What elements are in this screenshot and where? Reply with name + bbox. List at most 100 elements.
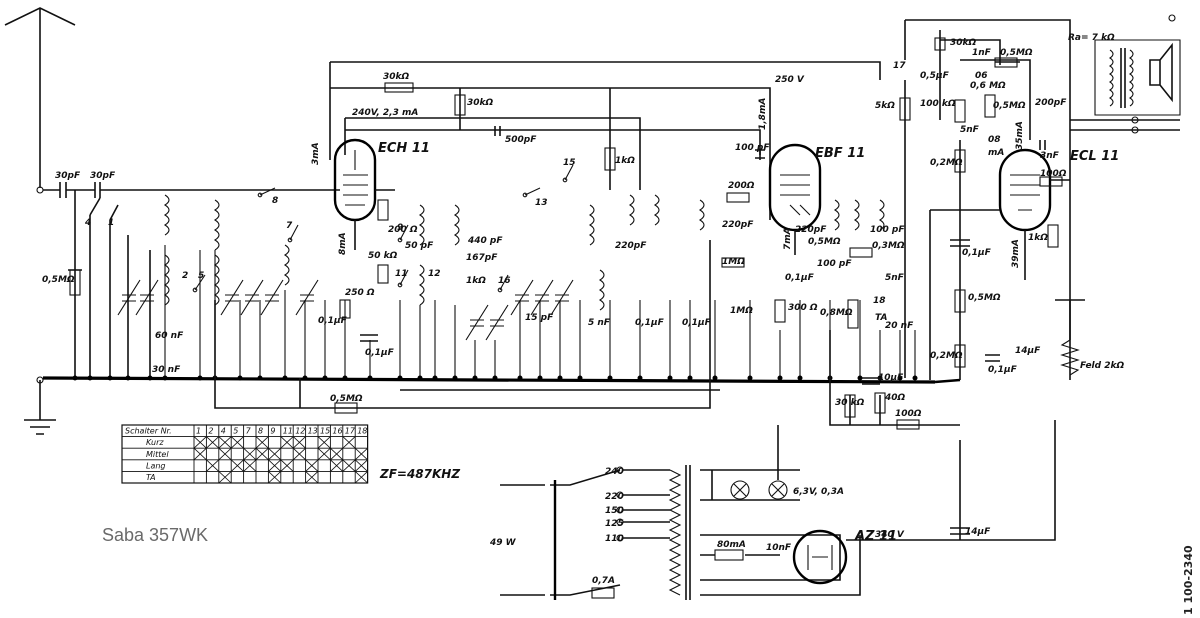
zf-label: ZF=487KHZ	[379, 467, 460, 481]
c60n-label: 60 nF	[155, 331, 184, 341]
r1k-ecl-label: 1kΩ	[1028, 233, 1048, 243]
table-switch-number: 15	[320, 427, 330, 436]
c100p-a-label: 100 pF	[735, 143, 770, 153]
lamp-label: 6,3V, 0,3A	[793, 487, 844, 497]
table-header-label: Schalter Nr.	[125, 427, 172, 436]
pilot-lamps	[730, 480, 788, 500]
mains-240: 240	[605, 467, 624, 477]
c01u-f-label: 0,1µF	[962, 248, 992, 258]
sw-18-label: 18	[873, 296, 886, 306]
table-row-label: Lang	[146, 461, 166, 470]
r100-bias-label: 100Ω	[895, 409, 922, 419]
r100k-label: 100 kΩ	[920, 99, 956, 109]
r05m-ant-label: 0,5MΩ	[42, 275, 75, 285]
r1k-osc-label: 1kΩ	[466, 276, 486, 286]
v340-label: 340 V	[875, 530, 905, 540]
c167p-label: 167pF	[466, 253, 498, 263]
ebf11-current-label: 1,8mA	[758, 98, 768, 130]
table-switch-number: 9	[270, 427, 275, 436]
tube-ech11	[333, 138, 395, 250]
c10n-label: 10nF	[766, 543, 792, 553]
ech11-label: ECH 11	[378, 141, 430, 156]
ech11-supply-label: 240V, 2,3 mA	[352, 108, 418, 118]
c05u-label: 0,5µF	[920, 71, 950, 81]
c200p-label: 200pF	[1035, 98, 1067, 108]
r30k-ecl-label: 30kΩ	[950, 38, 977, 48]
c100p-c-label: 100 pF	[817, 259, 852, 269]
r05m-tone-label: 0,5MΩ	[1000, 48, 1033, 58]
r1m-b-label: 1MΩ	[730, 306, 753, 316]
c3n-label: 3nF	[1040, 151, 1060, 161]
c500p-label: 500pF	[505, 135, 537, 145]
c14u-b-label: 14µF	[965, 527, 991, 537]
rf-coils	[163, 194, 885, 311]
sw-1-label: 1	[108, 218, 114, 228]
r1m-a-label: 1MΩ	[722, 257, 745, 267]
ta-label: TA	[875, 313, 887, 323]
r200-osc-label: 200 Ω	[388, 225, 418, 235]
c5n-b-label: 5nF	[885, 273, 905, 283]
ech11-cathode-label: 8mA	[338, 232, 348, 255]
c220p-b-label: 220pF	[722, 220, 754, 230]
sw-2-label: 2	[182, 271, 188, 281]
ecl11-cathode-label: 39mA	[1011, 239, 1021, 268]
sw-8-label: 8	[272, 196, 278, 206]
az11-label: AZ 11	[854, 529, 897, 544]
c440p-label: 440 pF	[467, 236, 503, 246]
r200-ebf-label: 200Ω	[728, 181, 755, 191]
tube-ecl11	[998, 148, 1070, 280]
r05m-tone2-label: 0,5MΩ	[993, 101, 1026, 111]
table-switch-number: 8	[258, 427, 263, 436]
c30p-a-label: 30pF	[55, 171, 81, 181]
c01u-a-label: 0,1µF	[318, 316, 348, 326]
r02m-a-label: 0,2MΩ	[930, 158, 963, 168]
node-08-label: 08	[988, 135, 1001, 145]
table-switch-number: 13	[308, 427, 318, 436]
side-reference-text: 1 100-2340	[1182, 545, 1195, 615]
table-switch-number: 5	[233, 427, 238, 436]
c01u-c-label: 0,1µF	[635, 318, 665, 328]
c30p-b-label: 30pF	[90, 171, 116, 181]
table-switch-number: 11	[283, 427, 293, 436]
sw-17-label: 17	[893, 61, 906, 71]
c5n-a-label: 5 nF	[588, 318, 611, 328]
c50p-label: 50 pF	[405, 241, 434, 251]
r30k-top-label: 30kΩ	[383, 72, 410, 82]
c01u-d-label: 0,1µF	[682, 318, 712, 328]
table-switch-number: 4	[221, 427, 226, 436]
c01u-b-label: 0,1µF	[365, 348, 395, 358]
table-switch-number: 7	[246, 427, 252, 436]
r80m-label: 80mA	[717, 540, 746, 550]
r1k-if-label: 1kΩ	[615, 156, 635, 166]
ecl11-label: ECL 11	[1070, 149, 1119, 164]
r05m-bottom-label: 0,5MΩ	[330, 394, 363, 404]
ground-bus	[42, 376, 936, 384]
table-switch-number: 12	[295, 427, 305, 436]
pot08m-label: 0,8MΩ	[820, 308, 853, 318]
ebf11-cathode-label: 7mA	[783, 227, 793, 250]
ra-label: Ra= 7 kΩ	[1068, 33, 1115, 43]
power-label: 49 W	[489, 538, 517, 548]
feld-label: Feld 2kΩ	[1080, 361, 1124, 371]
table-switch-number: 2	[208, 427, 213, 436]
table-row-label: Mittel	[146, 450, 169, 459]
ecl11-current-label: 35mA	[1015, 121, 1025, 150]
output-transformer	[1094, 39, 1181, 116]
tube-az11	[792, 529, 848, 585]
mains-220: 220	[605, 492, 624, 502]
sw-11-label: 11	[395, 269, 408, 279]
c100p-b-label: 100 pF	[870, 225, 905, 235]
r30k-mid-label: 30kΩ	[467, 98, 494, 108]
c20n-label: 20 nF	[885, 321, 914, 331]
sw-12-label: 12	[428, 269, 441, 279]
c01u-e-label: 0,1µF	[785, 273, 815, 283]
ebf11-label: EBF 11	[815, 146, 865, 161]
c10u-label: 10µF	[878, 373, 904, 383]
r02m-b-label: 0,2MΩ	[930, 351, 963, 361]
antenna-symbol	[4, 7, 76, 194]
mains-125: 125	[605, 519, 624, 529]
sw-9-label: 9	[397, 223, 403, 233]
tube-ebf11	[768, 143, 822, 255]
